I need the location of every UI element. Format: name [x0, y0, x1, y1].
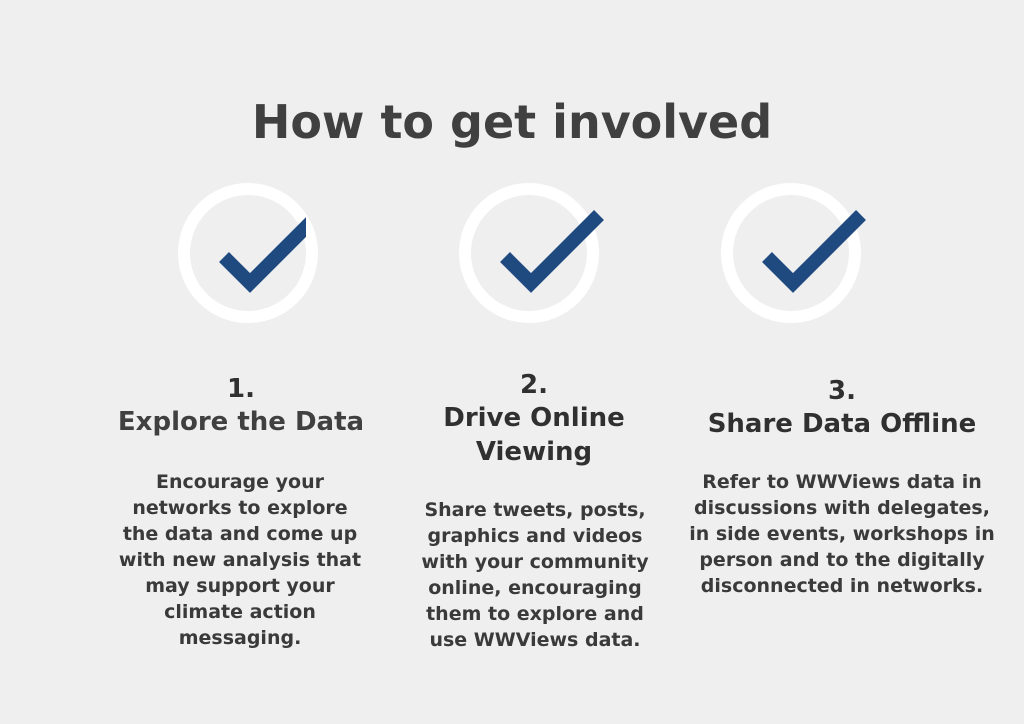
step-1-description: Encourage your networks to explore the d… [118, 471, 362, 649]
check-icon [762, 210, 866, 293]
step-2: 2. Drive Online Viewing [414, 369, 654, 469]
step-3-icon-circle [721, 183, 866, 323]
step-1-number: 1. [227, 374, 255, 404]
step-3-title: Share Data Offline [707, 409, 977, 439]
check-icon [219, 217, 306, 293]
step-1-icon-circle [178, 183, 318, 323]
step-2-title: Drive Online Viewing [443, 403, 625, 467]
step-3-description: Refer to WWViews data in discussions wit… [689, 471, 995, 597]
step-1: 1. Explore the Data [106, 373, 376, 439]
step-2-description: Share tweets, posts, graphics and videos… [421, 499, 649, 651]
page-title: How to get involved [251, 95, 773, 149]
step-2-number: 2. [520, 370, 548, 400]
step-3: 3. Share Data Offline [692, 375, 992, 441]
step-3-number: 3. [828, 376, 856, 406]
step-2-icon-circle [459, 183, 604, 323]
step-1-title: Explore the Data [117, 407, 365, 437]
check-icon [500, 210, 604, 293]
